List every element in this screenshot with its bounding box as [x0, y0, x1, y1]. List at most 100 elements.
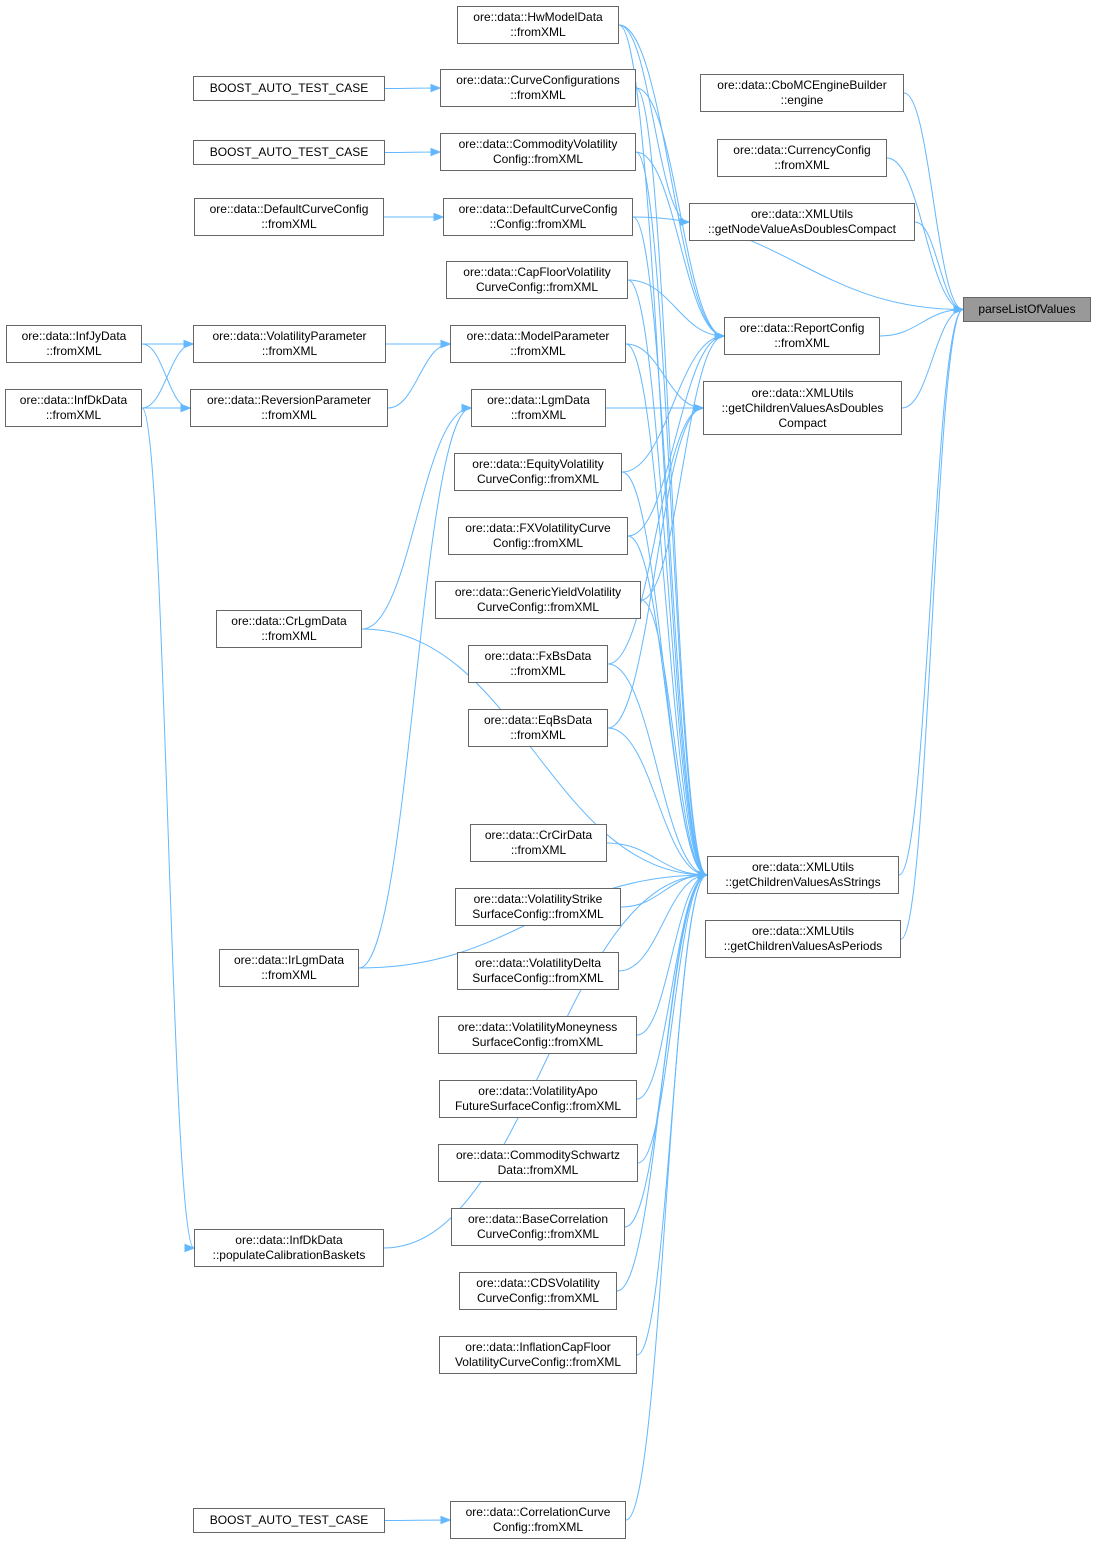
edge-infdk-to-infdkpop — [141, 407, 195, 1249]
edge-report-to-root — [879, 309, 964, 337]
node-generic-yield-volatility-curve-config-from-xml[interactable]: ore::data::GenericYieldVolatility CurveC… — [435, 581, 641, 619]
node-ir-lgm-data-from-xml[interactable]: ore::data::IrLgmData ::fromXML — [219, 949, 359, 987]
node-report-config-from-xml[interactable]: ore::data::ReportConfig ::fromXML — [724, 317, 880, 355]
node-reversion-parameter-from-xml[interactable]: ore::data::ReversionParameter ::fromXML — [190, 389, 388, 427]
node-label: ore::data::VolatilityStrike — [473, 892, 603, 906]
node-cr-lgm-data-from-xml[interactable]: ore::data::CrLgmData ::fromXML — [216, 610, 362, 648]
node-default-curve-config-config-from-xml[interactable]: ore::data::DefaultCurveConfig ::Config::… — [443, 198, 633, 236]
node-xml-utils-get-children-values-as-doubles-compact[interactable]: ore::data::XMLUtils ::getChildrenValuesA… — [703, 381, 902, 435]
edge-commvol-to-report — [635, 151, 725, 337]
node-default-curve-config-from-xml[interactable]: ore::data::DefaultCurveConfig ::fromXML — [194, 198, 384, 236]
node-label: ore::data::XMLUtils — [750, 207, 854, 221]
node-label: ::fromXML — [46, 344, 102, 358]
node-label: ore::data::InfDkData — [235, 1233, 343, 1247]
edge-modelparam-to-getchd — [625, 343, 704, 409]
arrowhead-getchp-to-root — [953, 305, 965, 314]
node-label: ore::data::FxBsData — [484, 649, 592, 663]
node-eq-bs-data-from-xml[interactable]: ore::data::EqBsData ::fromXML — [468, 709, 608, 747]
node-label: ore::data::XMLUtils — [751, 924, 855, 938]
node-label: FutureSurfaceConfig::fromXML — [454, 1099, 622, 1113]
node-boost-auto-test-case-1[interactable]: BOOST_AUTO_TEST_CASE — [193, 76, 385, 101]
node-boost-auto-test-case-2[interactable]: BOOST_AUTO_TEST_CASE — [193, 140, 385, 165]
node-xml-utils-get-node-value-as-doubles-compact[interactable]: ore::data::XMLUtils ::getNodeValueAsDoub… — [689, 203, 915, 241]
node-label: ::fromXML — [510, 843, 567, 857]
node-label: ore::data::VolatilityParameter — [212, 329, 367, 343]
node-label: Config::fromXML — [492, 152, 584, 166]
node-label: ore::data::DefaultCurveConfig — [209, 202, 369, 216]
node-xml-utils-get-children-values-as-strings[interactable]: ore::data::XMLUtils ::getChildrenValuesA… — [707, 856, 899, 894]
node-label: ::fromXML — [45, 408, 102, 422]
node-label: ore::data::XMLUtils — [751, 860, 855, 874]
node-label: ore::data::DefaultCurveConfig — [458, 202, 618, 216]
edge-boost3-to-corrcurve — [384, 1519, 451, 1521]
node-label: ore::data::IrLgmData — [233, 953, 345, 967]
node-xml-utils-get-children-values-as-periods[interactable]: ore::data::XMLUtils ::getChildrenValuesA… — [705, 920, 901, 958]
node-label: BOOST_AUTO_TEST_CASE — [209, 1513, 369, 1527]
node-label: ore::data::CapFloorVolatility — [463, 265, 611, 279]
node-volatility-moneyness-surface-config-from-xml[interactable]: ore::data::VolatilityMoneyness SurfaceCo… — [438, 1016, 637, 1054]
edge-getnode-to-root — [914, 221, 964, 310]
node-label: CurveConfig::fromXML — [476, 1291, 600, 1305]
node-curve-configurations-from-xml[interactable]: ore::data::CurveConfigurations ::fromXML — [440, 69, 636, 107]
node-label: ore::data::FXVolatilityCurve — [465, 521, 611, 535]
arrowhead-infdk-to-infdkpop — [184, 1243, 196, 1253]
node-label: ore::data::EqBsData — [483, 713, 593, 727]
node-label: ore::data::ReportConfig — [739, 321, 865, 335]
node-volatility-strike-surface-config-from-xml[interactable]: ore::data::VolatilityStrike SurfaceConfi… — [455, 888, 621, 926]
arrowhead-boost1-to-curveconf — [430, 83, 442, 93]
node-lgm-data-from-xml[interactable]: ore::data::LgmData ::fromXML — [471, 389, 606, 427]
node-inflation-cap-floor-volatility-curve-config-from-xml[interactable]: ore::data::InflationCapFloor VolatilityC… — [439, 1336, 637, 1374]
edge-infdk-to-volparam — [141, 343, 194, 409]
node-boost-auto-test-case-3[interactable]: BOOST_AUTO_TEST_CASE — [193, 1508, 385, 1533]
edge-curveconf-to-report — [635, 87, 725, 337]
node-label: BOOST_AUTO_TEST_CASE — [209, 145, 369, 159]
node-currency-config-from-xml[interactable]: ore::data::CurrencyConfig ::fromXML — [717, 139, 887, 177]
arrowhead-boost3-to-corrcurve — [440, 1515, 452, 1525]
node-label: SurfaceConfig::fromXML — [472, 907, 604, 921]
node-parse-list-of-values: parseListOfValues — [963, 297, 1091, 322]
node-equity-volatility-curve-config-from-xml[interactable]: ore::data::EquityVolatility CurveConfig:… — [454, 453, 622, 491]
edge-eqvol-to-report — [621, 335, 725, 473]
edge-eqbs-to-getchd — [607, 407, 704, 729]
edge-infdkpop-to-getchs — [383, 874, 708, 1249]
node-model-parameter-from-xml[interactable]: ore::data::ModelParameter ::fromXML — [450, 325, 626, 363]
node-label: ore::data::EquityVolatility — [472, 457, 604, 471]
node-fx-bs-data-from-xml[interactable]: ore::data::FxBsData ::fromXML — [468, 645, 608, 683]
node-inf-dk-data-populate-calibration-baskets[interactable]: ore::data::InfDkData ::populateCalibrati… — [194, 1229, 384, 1267]
node-cds-volatility-curve-config-from-xml[interactable]: ore::data::CDSVolatility CurveConfig::fr… — [459, 1272, 617, 1310]
node-commodity-schwartz-data-from-xml[interactable]: ore::data::CommoditySchwartz Data::fromX… — [438, 1144, 638, 1182]
node-label: ::fromXML — [510, 25, 566, 39]
node-base-correlation-curve-config-from-xml[interactable]: ore::data::BaseCorrelation CurveConfig::… — [451, 1208, 625, 1246]
edge-getchd-to-root — [901, 309, 964, 409]
node-correlation-curve-config-from-xml[interactable]: ore::data::CorrelationCurve Config::from… — [450, 1501, 626, 1539]
node-label: ::fromXML — [510, 408, 567, 422]
node-label: CurveConfig::fromXML — [475, 280, 599, 294]
edge-defcc-to-getchs — [632, 216, 708, 876]
node-commodity-volatility-config-from-xml[interactable]: ore::data::CommodityVolatility Config::f… — [440, 133, 636, 171]
node-volatility-parameter-from-xml[interactable]: ore::data::VolatilityParameter ::fromXML — [193, 325, 386, 363]
node-label: ::getChildrenValuesAsStrings — [725, 875, 881, 889]
edge-infjy-to-revparam — [141, 343, 191, 409]
node-label: ore::data::VolatilityApo — [478, 1084, 598, 1098]
node-label: ore::data::CurrencyConfig — [733, 143, 871, 157]
node-label: ore::data::ModelParameter — [466, 329, 610, 343]
node-cr-cir-data-from-xml[interactable]: ore::data::CrCirData ::fromXML — [470, 824, 607, 862]
node-fx-volatility-curve-config-from-xml[interactable]: ore::data::FXVolatilityCurve Config::fro… — [448, 517, 628, 555]
node-label: ::engine — [780, 93, 824, 107]
edge-getchs-to-root — [898, 309, 964, 876]
node-label: parseListOfValues — [978, 302, 1076, 316]
node-inf-jy-data-from-xml[interactable]: ore::data::InfJyData ::fromXML — [6, 325, 142, 363]
node-cbo-mc-engine-builder-engine[interactable]: ore::data::CboMCEngineBuilder ::engine — [700, 74, 904, 112]
node-inf-dk-data-from-xml[interactable]: ore::data::InfDkData ::fromXML — [5, 389, 142, 427]
node-cap-floor-volatility-curve-config-from-xml[interactable]: ore::data::CapFloorVolatility CurveConfi… — [446, 261, 628, 299]
arrowhead-defc-to-defcc — [433, 212, 445, 222]
edge-cbomc-to-root — [903, 92, 964, 310]
node-volatility-apo-future-surface-config-from-xml[interactable]: ore::data::VolatilityApo FutureSurfaceCo… — [439, 1080, 637, 1118]
edge-fxbs-to-getchd — [607, 407, 704, 665]
node-hw-model-data-from-xml[interactable]: ore::data::HwModelData ::fromXML — [457, 6, 619, 44]
node-label: ::fromXML — [510, 664, 566, 678]
node-volatility-delta-surface-config-from-xml[interactable]: ore::data::VolatilityDelta SurfaceConfig… — [457, 952, 619, 990]
node-label: ::fromXML — [261, 629, 317, 643]
node-label: SurfaceConfig::fromXML — [471, 1035, 604, 1049]
